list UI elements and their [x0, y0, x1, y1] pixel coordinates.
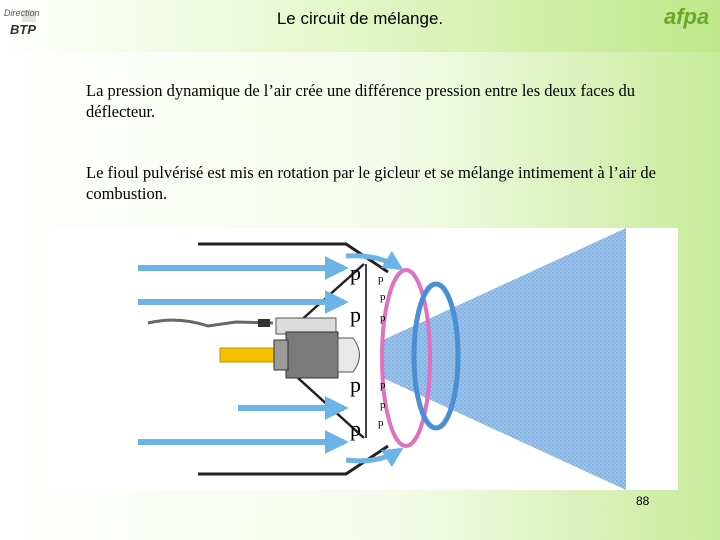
logo-line1: Direction [4, 8, 40, 18]
burner-diagram: p p p p p p p p p p [48, 228, 678, 490]
nozzle-tip [337, 337, 360, 373]
paragraph-fuel: Le fioul pulvérisé est mis en rotation p… [86, 163, 656, 203]
logo-graphic [22, 10, 36, 22]
pressure-label: p [350, 260, 361, 285]
burner-head-bottom [198, 444, 389, 476]
rotation-loop-blue [411, 281, 461, 431]
afpa-logo-text: afpa [664, 4, 710, 29]
cable-connector [258, 319, 270, 327]
pressure-label: p [350, 302, 361, 327]
fuel-pipe [219, 347, 281, 363]
air-arrow-curve-bottom [345, 447, 404, 468]
rotation-loop-pink [380, 268, 432, 448]
pressure-label-small: p [378, 417, 384, 429]
pressure-label: p [350, 372, 361, 397]
header-bar [0, 0, 720, 52]
burner-body-detail [273, 339, 289, 371]
pressure-label-small: p [380, 312, 386, 324]
pressure-label-small: p [380, 379, 386, 391]
page-number: 88 [636, 494, 650, 508]
burner-body [285, 331, 339, 379]
burner-diagram-svg: p p p p p p p p p p [138, 228, 626, 490]
pressure-label-small: p [380, 399, 386, 411]
slide-title: Le circuit de mélange. [276, 9, 444, 28]
afpa-logo: afpa [664, 4, 716, 44]
air-arrow-curve-top [345, 250, 404, 271]
burner-head-top [198, 242, 389, 274]
electrode-cable [147, 318, 274, 328]
paragraph-pressure: La pression dynamique de l’air crée une … [86, 81, 636, 121]
pressure-label-small: p [380, 291, 386, 303]
pressure-label: p [350, 416, 361, 441]
logo-line2: BTP [10, 22, 36, 37]
pressure-label-small: p [378, 273, 384, 285]
direction-btp-logo: Direction BTP [4, 8, 48, 42]
fuel-spray-cone [383, 228, 626, 490]
